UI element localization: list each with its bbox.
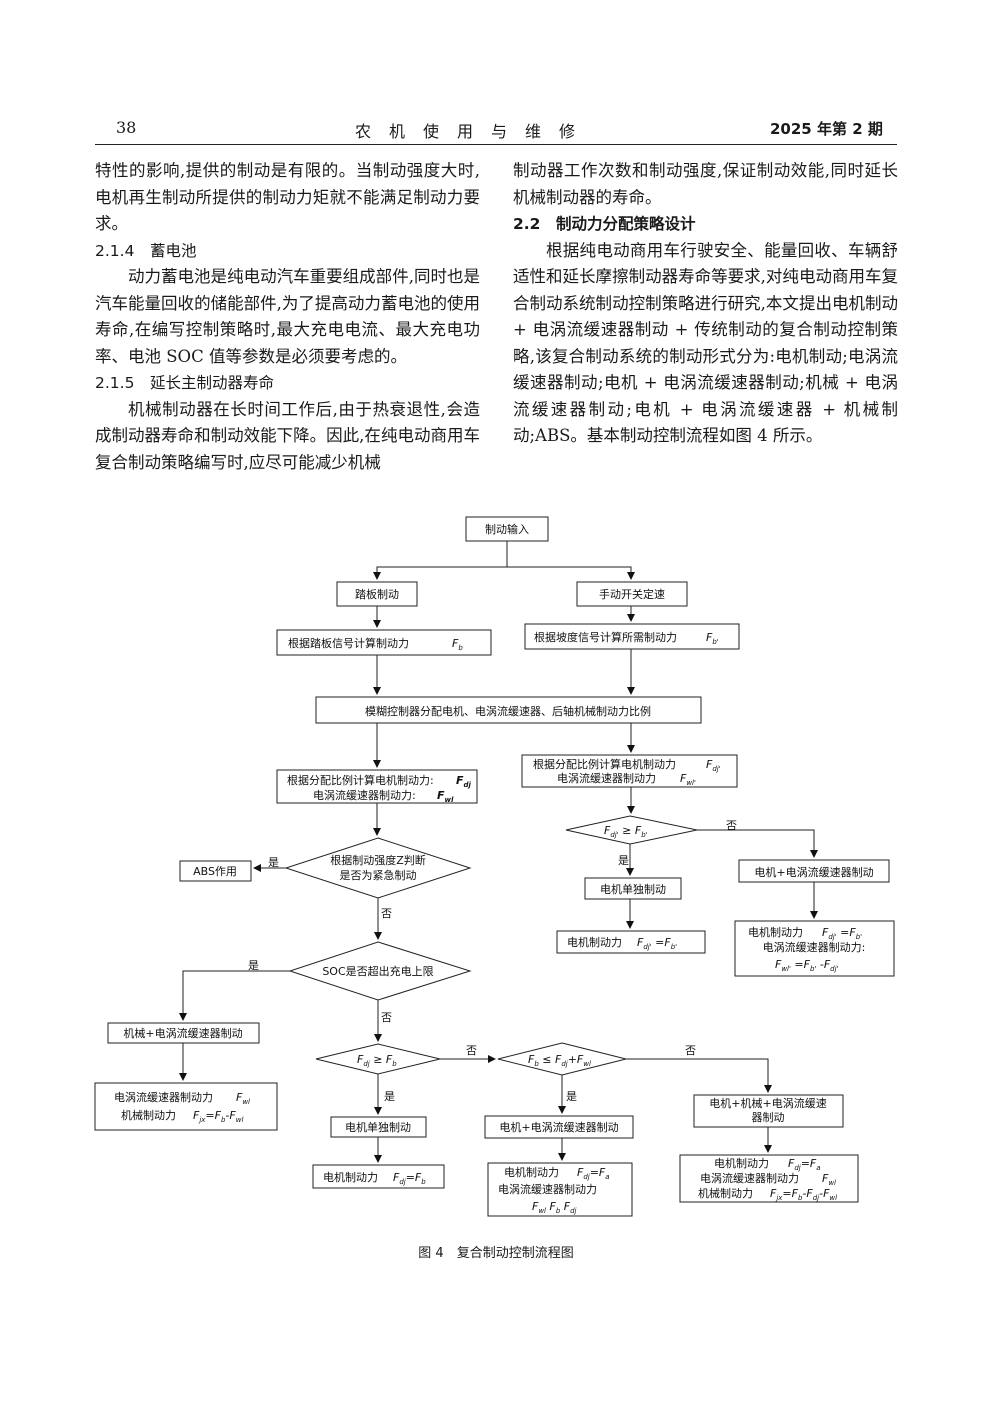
section-heading: 2.2 制动力分配策略设计 (513, 215, 696, 233)
right-column: 制动器工作次数和制动强度,保证制动效能,同时延长机械制动器的寿命。 2.2 制动… (513, 158, 898, 450)
page-number: 38 (116, 118, 137, 137)
eddy-force-r-eq: Fwl' =Fb' -Fdj' (775, 958, 839, 973)
alloc-left-line2: 电涡流缓速器制动力: (313, 788, 416, 802)
no-label: 否 (726, 819, 737, 832)
alloc-right-line1: 根据分配比例计算电机制动力 (533, 757, 676, 771)
calc-pedal-label: 根据踏板信号计算制动力 (288, 636, 409, 650)
calc-slope-box (524, 623, 740, 650)
motor-force-r-box (556, 930, 706, 954)
yes-label: 是 (268, 856, 279, 869)
motor-force3-eq: Fdj=Fa (788, 1157, 821, 1172)
section-heading: 2.1.5 延长主制动器寿命 (95, 374, 274, 392)
mech-force3-eq: Fjx=Fb-Fdj-Fwl (770, 1187, 837, 1202)
fwl-symbol: Fwl (437, 789, 454, 804)
eddy-force-label: 电涡流缓速器制动力 (114, 1090, 213, 1104)
motor-only-label: 电机单独制动 (345, 1120, 411, 1134)
motor-only-r-label: 电机单独制动 (600, 882, 666, 896)
calc-slope-label: 根据坡度信号计算所需制动力 (534, 630, 677, 644)
paragraph: 机械制动器在长时间工作后,由于热衰退性,会造成制动器寿命和制动效能下降。因此,在… (95, 399, 480, 472)
motor-eddy-force-r-box (734, 920, 895, 977)
yes-label: 是 (384, 1090, 395, 1103)
emergency-line1: 根据制动强度Z判断 (330, 853, 426, 867)
issue-label: 2025 年第 2 期 (770, 120, 883, 138)
pedal-label: 踏板制动 (355, 587, 399, 601)
figure-caption: 图 4 复合制动控制流程图 (418, 1246, 574, 1261)
eddy-force2-eq: Fwl Fb Fdj (532, 1200, 577, 1215)
motor-eddy-force-box (487, 1162, 633, 1217)
motor-force-r2-eq: Fdj' =Fb' (822, 926, 862, 941)
motor-mech-eddy-line1: 电机+机械+电涡流缓速 (709, 1096, 826, 1110)
fdj-symbol: Fdj (456, 774, 472, 789)
paragraph: 动力蓄电池是纯电动汽车重要组成部件,同时也是汽车能量回收的储能部件,为了提高动力… (95, 267, 480, 366)
emergency-line2: 是否为紧急制动 (340, 868, 417, 882)
yes-label: 是 (618, 854, 629, 867)
motor-force-r-eq: Fdj' =Fb' (637, 936, 677, 951)
fuzzy-box (315, 696, 702, 724)
motor-only-r-box (584, 877, 682, 900)
mech-all-force-box (679, 1154, 859, 1203)
manual-box (576, 581, 688, 607)
no-label: 否 (381, 907, 392, 920)
fuzzy-label: 模糊控制器分配电机、电涡流缓速器、后轴机械制动力比例 (365, 704, 651, 718)
motor-mech-eddy-line2: 器制动 (752, 1111, 785, 1124)
motor-force2-label: 电机制动力 (504, 1165, 559, 1179)
motor-force-r2-label: 电机制动力 (748, 925, 803, 939)
paragraph: 根据纯电动商用车行驶安全、能量回收、车辆舒适性和延长摩擦制动器寿命等要求,对纯电… (513, 240, 898, 446)
fb-prime-symbol: Fb' (706, 631, 719, 646)
mech-eddy-force-box (94, 1082, 278, 1131)
yes-label: 是 (248, 959, 259, 972)
no-label: 否 (381, 1011, 392, 1024)
compare-label: Fdj ≥ Fb (357, 1053, 397, 1068)
start-label: 制动输入 (485, 522, 529, 536)
motor-eddy-label: 电机+电涡流缓速器制动 (499, 1120, 618, 1134)
mech-force-label: 机械制动力 (121, 1108, 176, 1122)
motor-eddy-r-label: 电机+电涡流缓速器制动 (754, 865, 873, 879)
no-label: 否 (466, 1044, 477, 1057)
paragraph: 特性的影响,提供的制动是有限的。当制动强度大时,电机再生制动所提供的制动力矩就不… (95, 161, 480, 233)
no-label: 否 (685, 1044, 696, 1057)
motor-force2-eq: Fdj=Fa (577, 1166, 610, 1181)
alloc-right-box (521, 754, 738, 788)
compare-r-label: Fdj' ≥ Fb' (604, 824, 648, 839)
mech-force3-label: 机械制动力 (698, 1186, 753, 1200)
paragraph: 制动器工作次数和制动强度,保证制动效能,同时延长机械制动器的寿命。 (513, 161, 898, 207)
section-heading: 2.1.4 蓄电池 (95, 241, 197, 260)
motor-force-label: 电机制动力 (323, 1170, 378, 1184)
header-rule (95, 144, 897, 145)
motor-force-eq: Fdj=Fb (393, 1171, 426, 1186)
yes-label: 是 (566, 1090, 577, 1103)
journal-title: 农 机 使 用 与 维 修 (355, 122, 577, 141)
soc-label: SOC是否超出充电上限 (322, 964, 433, 978)
motor-force-box (312, 1164, 445, 1189)
eddy-force3-label: 电涡流缓速器制动力 (700, 1171, 799, 1185)
motor-eddy-box (484, 1115, 634, 1139)
motor-force3-label: 电机制动力 (714, 1156, 769, 1170)
range-label: Fb ≤ Fdj+Fwl (528, 1053, 591, 1068)
fb-symbol: Fb (452, 637, 463, 652)
emergency-diamond (284, 837, 472, 899)
abs-box (179, 860, 252, 882)
alloc-right-line2: 电涡流缓速器制动力 (557, 771, 656, 785)
eddy-force-eq: Fwl (236, 1091, 250, 1106)
fdj-prime-symbol: Fdj' (706, 758, 721, 773)
range-diamond (497, 1042, 627, 1076)
calc-pedal-box (276, 629, 492, 656)
fwl-prime-symbol: Fwl' (680, 772, 696, 787)
motor-force-r-label: 电机制动力 (567, 935, 622, 949)
alloc-left-line1: 根据分配比例计算电机制动力: (287, 773, 434, 787)
mech-force-eq: Fjx=Fb-Fwl (193, 1109, 243, 1124)
manual-label: 手动开关定速 (599, 587, 665, 601)
eddy-force3-eq: Fwl (822, 1172, 836, 1187)
eddy-force-r-label: 电涡流缓速器制动力: (763, 940, 866, 954)
mech-eddy-label: 机械+电涡流缓速器制动 (123, 1026, 242, 1040)
left-column: 特性的影响,提供的制动是有限的。当制动强度大时,电机再生制动所提供的制动力矩就不… (95, 158, 480, 476)
eddy-force2-label: 电涡流缓速器制动力 (498, 1182, 597, 1196)
abs-label: ABS作用 (193, 865, 237, 878)
